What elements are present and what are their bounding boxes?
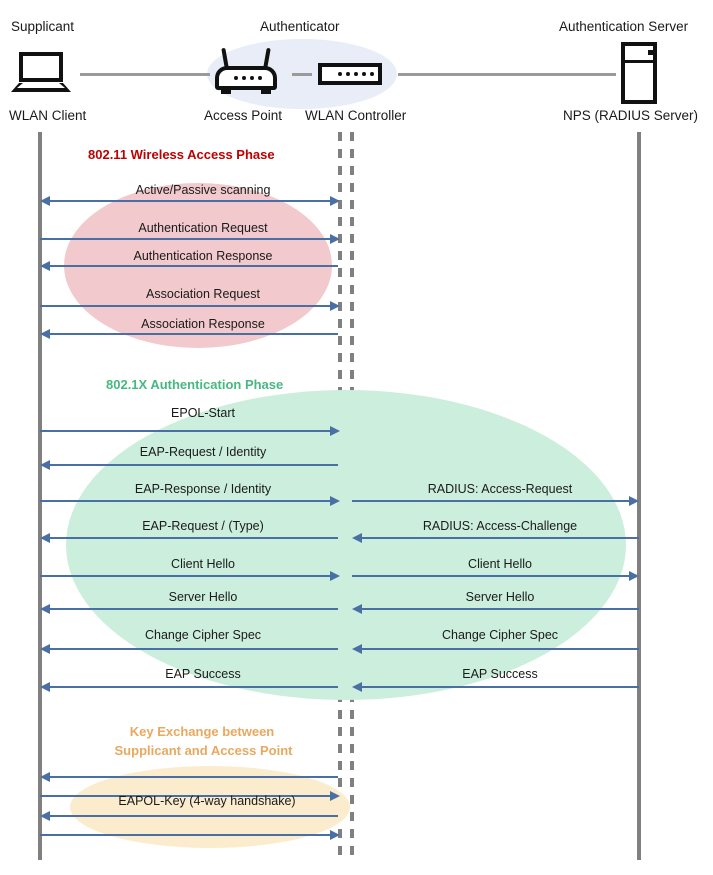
arrowhead-left-icon xyxy=(40,604,50,614)
phase-key-title-line1: Key Exchange between xyxy=(129,724,275,739)
arrowhead-right-icon xyxy=(330,301,340,311)
arrowhead-left-icon xyxy=(40,460,50,470)
arrowhead-right-icon xyxy=(330,496,340,506)
arrowhead-left-icon xyxy=(40,772,50,782)
connector-ap-controller xyxy=(292,73,312,76)
message-arrow xyxy=(46,265,338,267)
arrowhead-left-icon xyxy=(352,682,362,692)
access-point-led-dots xyxy=(234,76,262,80)
message-label: EPOL-Start xyxy=(171,406,235,420)
lifeline-supplicant xyxy=(38,132,42,860)
message-label: Association Request xyxy=(146,287,260,301)
message-arrow xyxy=(358,608,639,610)
arrowhead-left-icon xyxy=(40,644,50,654)
actor-role-supplicant: Supplicant xyxy=(11,19,75,34)
message-arrow xyxy=(40,575,332,577)
arrowhead-right-icon xyxy=(629,571,639,581)
message-arrow xyxy=(46,464,338,466)
message-arrow xyxy=(40,430,332,432)
phase-key-title-line2: Supplicant and Access Point xyxy=(114,743,293,758)
actor-role-authenticator: Authenticator xyxy=(260,19,340,34)
access-point-icon xyxy=(215,47,277,96)
message-label: Client Hello xyxy=(468,557,532,571)
laptop-icon xyxy=(11,52,71,94)
message-arrow xyxy=(40,238,332,240)
phase-80211-title: 802.11 Wireless Access Phase xyxy=(88,147,275,162)
arrowhead-right-icon xyxy=(330,830,340,840)
phase-8021x-ellipse xyxy=(66,390,626,700)
message-arrow xyxy=(46,648,338,650)
message-arrow xyxy=(46,608,338,610)
message-arrow xyxy=(40,834,332,836)
message-label: EAPOL-Key (4-way handshake) xyxy=(118,794,296,808)
message-arrow xyxy=(40,500,332,502)
arrowhead-right-icon xyxy=(330,571,340,581)
message-arrow xyxy=(352,575,631,577)
message-arrow xyxy=(46,686,338,688)
message-label: Server Hello xyxy=(168,590,238,604)
message-arrow xyxy=(46,200,334,202)
message-arrow xyxy=(358,537,639,539)
message-arrow xyxy=(358,648,639,650)
message-label: Authentication Request xyxy=(138,221,268,235)
actor-role-authentication-server: Authentication Server xyxy=(559,19,689,34)
actor-name-access-point: Access Point xyxy=(204,108,283,123)
message-arrow xyxy=(46,776,338,778)
arrowhead-left-icon xyxy=(352,533,362,543)
arrowhead-left-icon xyxy=(40,533,50,543)
message-arrow xyxy=(40,795,332,797)
wlan-controller-icon xyxy=(318,63,382,85)
phase-8021x-title: 802.1X Authentication Phase xyxy=(106,377,284,392)
arrowhead-left-icon xyxy=(352,644,362,654)
actor-name-nps-radius-server: NPS (RADIUS Server) xyxy=(563,108,699,123)
arrowhead-left-icon xyxy=(40,811,50,821)
arrowhead-left-icon xyxy=(40,329,50,339)
message-label: EAP Success xyxy=(462,667,538,681)
message-label: Server Hello xyxy=(465,590,535,604)
arrowhead-right-icon xyxy=(629,496,639,506)
arrowhead-right-icon xyxy=(330,791,340,801)
message-label: Active/Passive scanning xyxy=(135,183,271,197)
message-label: EAP-Response / Identity xyxy=(134,482,272,496)
message-arrow xyxy=(46,333,338,335)
message-arrow xyxy=(46,815,338,817)
arrowhead-left-icon xyxy=(40,261,50,271)
message-label: RADIUS: Access-Request xyxy=(427,482,573,496)
message-arrow xyxy=(40,305,332,307)
message-label: Client Hello xyxy=(171,557,235,571)
message-arrow xyxy=(352,500,631,502)
connector-controller-server xyxy=(398,73,616,76)
connector-client-ap xyxy=(80,73,210,76)
actor-name-wlan-client: WLAN Client xyxy=(9,108,87,123)
arrowhead-left-icon xyxy=(40,682,50,692)
arrowhead-right-icon xyxy=(330,196,340,206)
message-label: RADIUS: Access-Challenge xyxy=(422,519,578,533)
lifeline-radius-server xyxy=(637,132,641,860)
message-label: Change Cipher Spec xyxy=(144,628,262,642)
message-arrow xyxy=(46,537,338,539)
arrowhead-left-icon xyxy=(40,196,50,206)
message-label: Change Cipher Spec xyxy=(441,628,559,642)
message-arrow xyxy=(358,686,639,688)
message-label: EAP-Request / Identity xyxy=(139,445,267,459)
arrowhead-right-icon xyxy=(330,234,340,244)
controller-led-dots xyxy=(338,72,374,76)
message-label: Authentication Response xyxy=(133,249,273,263)
message-label: EAP Success xyxy=(165,667,241,681)
server-icon xyxy=(621,42,657,104)
arrowhead-right-icon xyxy=(330,426,340,436)
message-label: EAP-Request / (Type) xyxy=(142,519,264,533)
arrowhead-left-icon xyxy=(352,604,362,614)
message-label: Association Response xyxy=(141,317,265,331)
actor-name-wlan-controller: WLAN Controller xyxy=(305,108,407,123)
